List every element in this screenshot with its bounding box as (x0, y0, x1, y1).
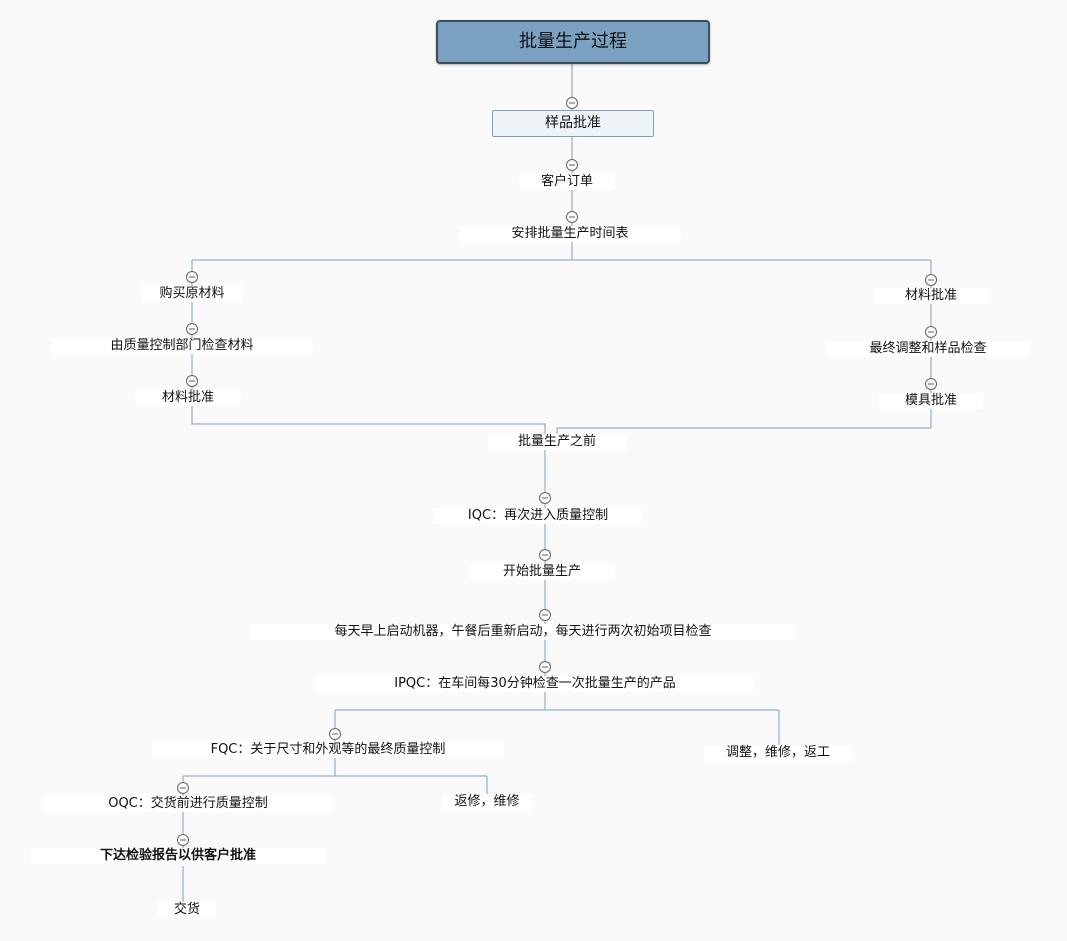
node-schedule: 安排批量生产时间表 (459, 226, 681, 242)
node-oqc: OQC：交货前进行质量控制 (44, 796, 332, 812)
collapse-toggle-icon[interactable] (925, 378, 937, 390)
collapse-toggle-icon[interactable] (177, 782, 189, 794)
node-before-mass-production: 批量生产之前 (488, 434, 626, 450)
node-start-mass-production: 开始批量生产 (469, 564, 615, 580)
node-delivery: 交货 (158, 902, 216, 918)
node-final-adjust-sample-check: 最终调整和样品检查 (827, 341, 1029, 357)
node-adjust-repair-rework: 调整，维修，返工 (704, 745, 852, 761)
collapse-toggle-icon[interactable] (539, 609, 551, 621)
node-ipqc: IPQC：在车间每30分钟检查一次批量生产的产品 (316, 676, 754, 692)
collapse-toggle-icon[interactable] (566, 97, 578, 109)
node-daily-start: 每天早上启动机器，午餐后重新启动，每天进行两次初始项目检查 (251, 624, 795, 640)
collapse-toggle-icon[interactable] (539, 549, 551, 561)
collapse-toggle-icon[interactable] (539, 661, 551, 673)
collapse-toggle-icon[interactable] (566, 159, 578, 171)
node-material-approval-right: 材料批准 (874, 288, 988, 304)
collapse-toggle-icon[interactable] (186, 375, 198, 387)
node-qc-check-materials: 由质量控制部门检查材料 (51, 338, 313, 354)
collapse-toggle-icon[interactable] (566, 211, 578, 223)
collapse-toggle-icon[interactable] (329, 728, 341, 740)
collapse-toggle-icon[interactable] (186, 271, 198, 283)
node-mold-approval: 模具批准 (879, 393, 983, 409)
node-customer-order: 客户订单 (519, 174, 615, 190)
collapse-toggle-icon[interactable] (925, 274, 937, 286)
collapse-toggles[interactable] (177, 97, 937, 846)
node-buy-materials: 购买原材料 (141, 286, 243, 302)
collapse-toggle-icon[interactable] (539, 492, 551, 504)
node-material-approval-left: 材料批准 (135, 390, 241, 406)
root-topic: 批量生产过程 (436, 20, 710, 64)
collapse-toggle-icon[interactable] (177, 834, 189, 846)
node-iqc: IQC：再次进入质量控制 (434, 508, 642, 524)
collapse-toggle-icon[interactable] (925, 326, 937, 338)
node-inspection-report: 下达检验报告以供客户批准 (31, 848, 325, 864)
collapse-toggle-icon[interactable] (186, 323, 198, 335)
node-fqc: FQC：关于尺寸和外观等的最终质量控制 (152, 742, 504, 758)
node-sample-approval: 样品批准 (492, 110, 654, 137)
node-rework-repair: 返修，维修 (442, 794, 532, 810)
